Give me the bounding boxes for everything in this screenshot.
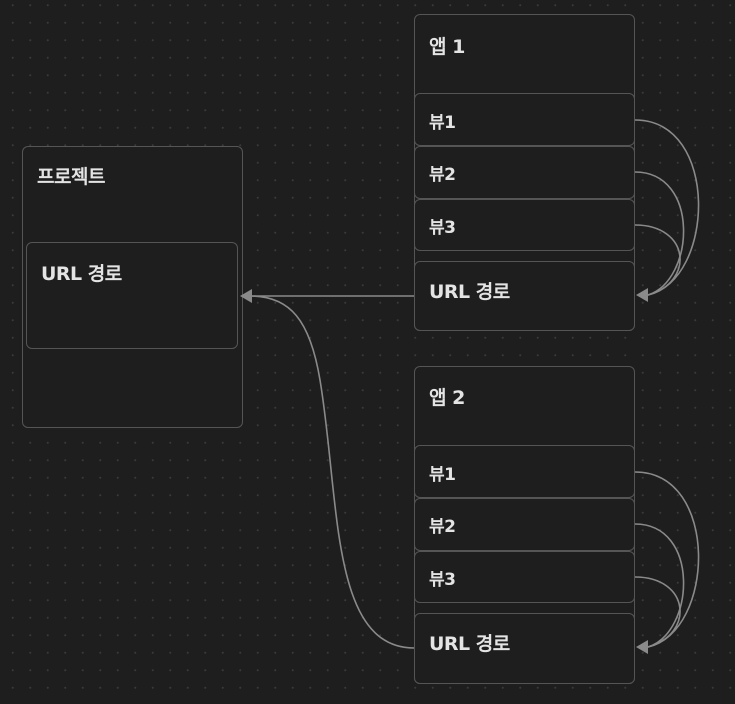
app2-view1-title: 뷰1 <box>429 465 456 485</box>
app1-view3-node[interactable]: 뷰3 <box>414 199 635 251</box>
edge-app1-view1-to-url[interactable] <box>634 119 700 296</box>
app1-title: 앱 1 <box>429 36 465 58</box>
app2-view3-node[interactable]: 뷰3 <box>414 551 635 603</box>
edge-app2-view3-to-url[interactable] <box>634 576 681 648</box>
edge-app2-url-to-project-url[interactable] <box>249 295 415 649</box>
app1-view2-title: 뷰2 <box>429 165 456 185</box>
arrowhead-app2-url <box>636 640 648 654</box>
app1-view1-title: 뷰1 <box>429 113 456 133</box>
project-title: 프로젝트 <box>37 166 105 188</box>
app2-title: 앱 2 <box>429 387 465 409</box>
app2-url-path-node[interactable]: URL 경로 <box>414 613 635 684</box>
edge-app2-view2-to-url[interactable] <box>634 523 685 648</box>
edge-app1-view2-to-url[interactable] <box>634 171 685 296</box>
app1-view3-title: 뷰3 <box>429 218 456 238</box>
edge-app1-view3-to-url[interactable] <box>634 224 681 296</box>
app2-view1-node[interactable]: 뷰1 <box>414 445 635 498</box>
app2-view2-node[interactable]: 뷰2 <box>414 498 635 551</box>
app2-view2-title: 뷰2 <box>429 517 456 537</box>
app1-url-path-node[interactable]: URL 경로 <box>414 261 635 331</box>
app1-url-path-title: URL 경로 <box>429 281 510 303</box>
app1-view2-node[interactable]: 뷰2 <box>414 146 635 199</box>
edge-app2-view1-to-url[interactable] <box>634 471 700 648</box>
project-url-path-title: URL 경로 <box>41 263 122 285</box>
project-url-path-node[interactable]: URL 경로 <box>26 242 238 349</box>
app1-view1-node[interactable]: 뷰1 <box>414 93 635 146</box>
app2-view3-title: 뷰3 <box>429 570 456 590</box>
arrowhead-app1-url <box>636 288 648 302</box>
app2-url-path-title: URL 경로 <box>429 633 510 655</box>
